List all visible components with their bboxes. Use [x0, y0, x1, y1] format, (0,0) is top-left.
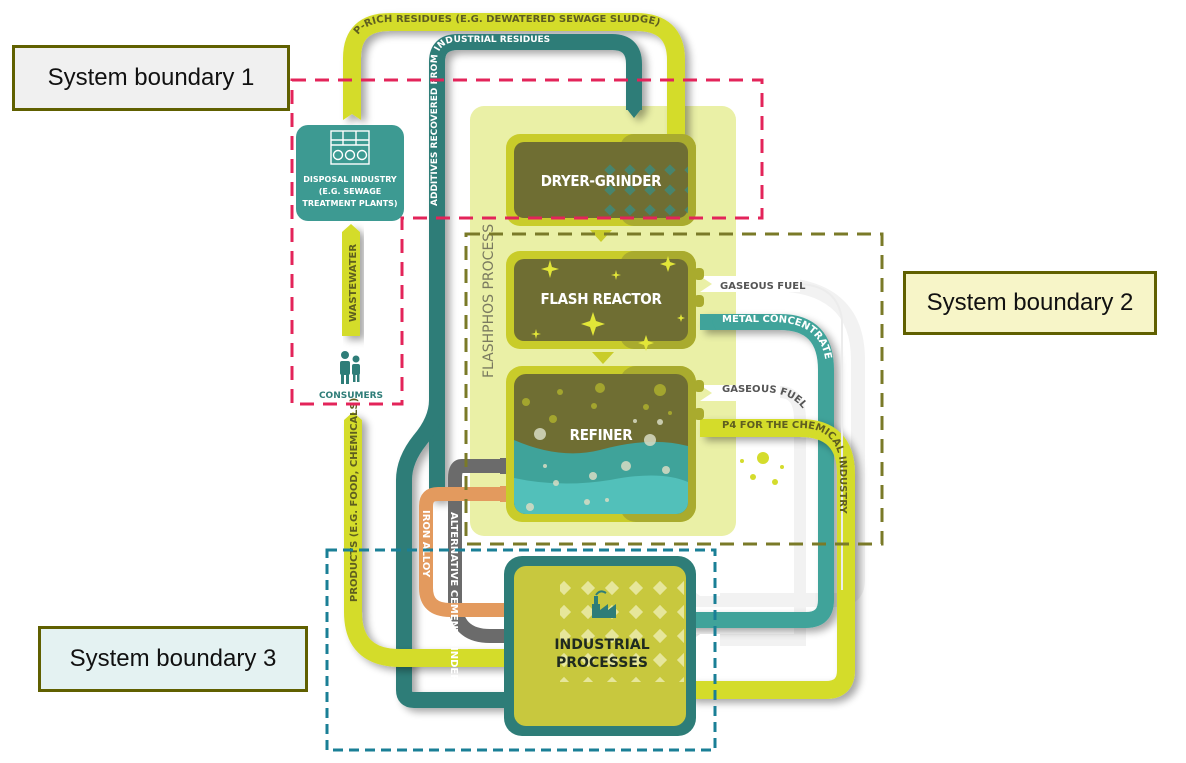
industrial-processes-line-1: INDUSTRIAL [554, 637, 650, 653]
arrow-gaseous-fuel-in-1 [690, 580, 720, 596]
industrial-processes-line-2: PROCESSES [556, 655, 648, 671]
flash-reactor-box [506, 251, 696, 364]
treatment-plant-icon [330, 130, 370, 165]
industrial-processes-box [504, 556, 696, 736]
system-boundary-1-label: System boundary 1 [12, 45, 290, 111]
industrial-processes-label: INDUSTRIAL PROCESSES [520, 636, 684, 672]
flow-label-gas-1: GASEOUS FUEL [720, 281, 806, 292]
refiner-box [506, 366, 696, 522]
flow-products [344, 412, 520, 667]
system-boundary-3-label: System boundary 3 [38, 626, 308, 692]
consumers-icon [340, 351, 360, 384]
flashphos-process-label: FLASHPHOS PROCESS [481, 224, 497, 378]
flow-label-cement: ALTERNATIVE CEMENT BINDER [448, 512, 459, 682]
flow-additives [396, 34, 642, 708]
flow-label-wastewater: WASTEWATER [348, 244, 359, 322]
flow-label-iron-alloy: IRON ALLOY [420, 510, 431, 578]
arrow-gaseous-fuel-in-2 [690, 634, 720, 650]
refiner-label: REFINER [569, 426, 633, 444]
consumers-label: CONSUMERS [318, 391, 384, 401]
disposal-industry-box [296, 125, 404, 221]
flow-wastewater [342, 224, 360, 336]
disposal-line-2: (E.G. SEWAGE [318, 187, 382, 196]
disposal-line-1: DISPOSAL INDUSTRY [303, 175, 397, 184]
flow-label-products: PRODUCTS (E.G. FOOD, CHEMICALS) [349, 398, 360, 602]
flow-gaseous-fuel-1 [700, 276, 843, 590]
disposal-industry-label: DISPOSAL INDUSTRY (E.G. SEWAGE TREATMENT… [296, 174, 404, 210]
flash-reactor-label: FLASH REACTOR [540, 290, 662, 308]
system-boundary-3-outline [325, 548, 717, 752]
system-boundary-2-outline [464, 232, 884, 546]
dryer-grinder-label: DRYER-GRINDER [540, 172, 662, 190]
factory-icon [592, 590, 616, 618]
system-boundary-1-outline [290, 78, 764, 406]
system-boundary-2-label: System boundary 2 [903, 271, 1157, 335]
dryer-grinder-box [506, 134, 696, 242]
disposal-line-3: TREATMENT PLANTS) [302, 199, 398, 208]
